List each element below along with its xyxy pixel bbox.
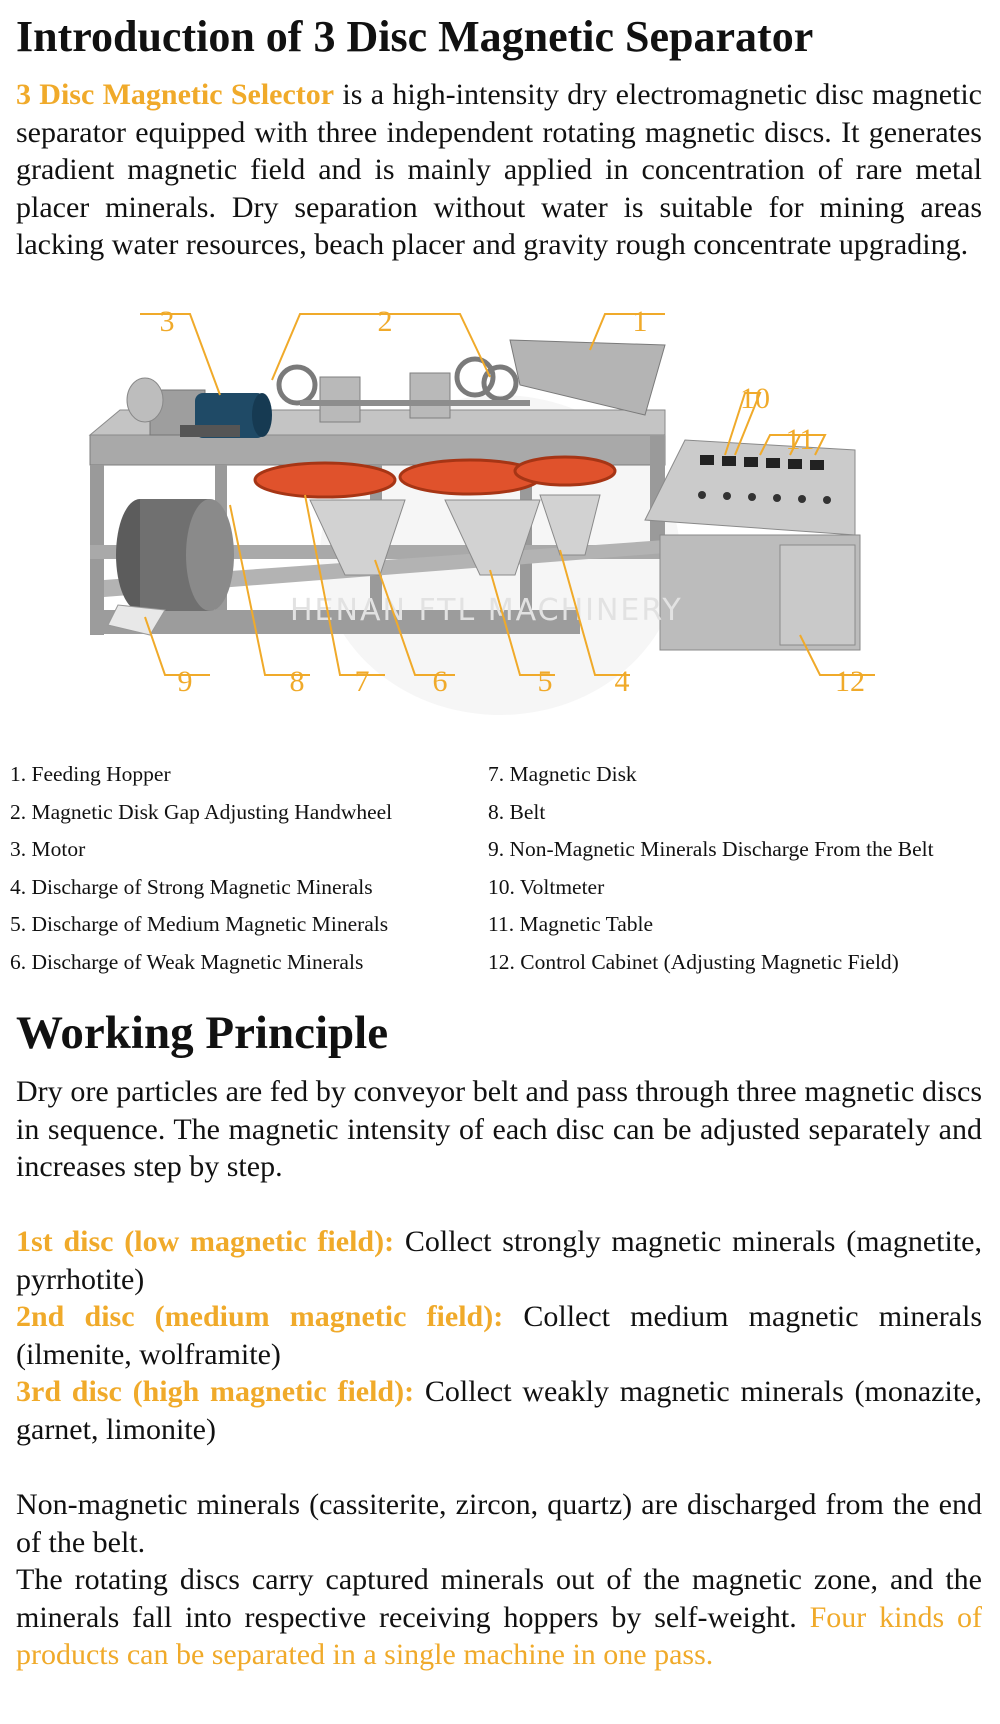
outro-line-2: The rotating discs carry captured minera… [16,1561,982,1674]
part-item: 8. Belt [488,799,546,824]
callout-5: 5 [538,665,553,698]
part-item: 5. Discharge of Medium Magnetic Minerals [10,912,389,936]
disc-label: 2nd disc (medium magnetic field): [16,1300,504,1334]
page-title: Introduction of 3 Disc Magnetic Separato… [16,12,814,61]
part-item: 9. Non-Magnetic Minerals Discharge From … [488,837,934,861]
belt-drum [107,499,234,636]
disc-item: 1st disc (low magnetic field): Collect s… [16,1223,982,1298]
part-item: 7. Magnetic Disk [488,762,637,786]
knobs [698,491,831,504]
callout-10: 10 [740,382,770,415]
disc-item: 2nd disc (medium magnetic field): Collec… [16,1298,982,1373]
part-item: 12. Control Cabinet (Adjusting Magnetic … [488,949,899,974]
disc-text: Collect strongly magnetic minerals (magn… [16,1225,983,1296]
callout-8: 8 [290,665,305,698]
top-assembly [126,339,666,438]
intro-text: is a high-intensity dry electromagnetic … [16,78,982,262]
outro-highlight: Four kinds of products can be separated … [16,1600,982,1672]
disc-list: 1st disc (low magnetic field): Collect s… [16,1223,982,1449]
principle-intro: Dry ore particles are fed by conveyor be… [16,1075,982,1184]
parts-column-right: 7. Magnetic Disk 8. Belt 9. Non-Magnetic… [488,756,1000,981]
part-item: 3. Motor [10,837,86,861]
part-item: 4. Discharge of Strong Magnetic Minerals [10,874,373,899]
handwheel-1 [276,364,318,406]
callout-1: 1 [633,305,648,338]
machine-diagram: HENAN FTL MACHINERY 3 2 1 10 11 [88,305,875,715]
callout-4: 4 [615,665,630,698]
parts-legend: 1. Feeding Hopper 2. Magnetic Disk Gap A… [10,756,1000,986]
control-cabinet [644,439,861,651]
magnetic-disks [253,455,617,499]
part-item: 11. Magnetic Table [488,912,654,936]
watermark-text: HENAN FTL MACHINERY [290,593,683,628]
intro-highlight: 3 Disc Magnetic Selector [16,78,335,111]
voltmeters [700,455,824,470]
outro-text: The rotating discs carry captured minera… [16,1563,982,1634]
discharge-hoppers [309,494,601,576]
callout-6: 6 [433,665,448,698]
callout-3: 3 [160,305,175,338]
part-item: 6. Discharge of Weak Magnetic Minerals [10,949,364,974]
callout-labels: 3 2 1 10 11 9 8 7 6 5 4 12 [160,305,866,698]
feeding-hopper [509,339,666,416]
part-item: 10. Voltmeter [488,874,605,899]
disc-text: Collect medium magnetic minerals (ilmeni… [16,1300,983,1371]
callout-9: 9 [178,665,193,698]
disc-text: Collect weakly magnetic minerals (monazi… [16,1375,982,1446]
disc-label: 1st disc (low magnetic field): [16,1225,395,1258]
section-heading: Working Principle [16,1007,389,1059]
handwheel-2 [454,356,496,398]
handwheel-3 [481,364,519,402]
callout-12: 12 [835,665,865,698]
disc-item: 3rd disc (high magnetic field): Collect … [16,1373,982,1448]
intro-paragraph: 3 Disc Magnetic Selector is a high-inten… [16,76,982,264]
outro-line-1: Non-magnetic minerals (cassiterite, zirc… [16,1488,982,1559]
part-item: 1. Feeding Hopper [10,762,171,786]
callout-7: 7 [355,665,370,698]
callout-lines [140,313,875,676]
disc-label: 3rd disc (high magnetic field): [16,1375,415,1409]
callout-11: 11 [786,423,815,456]
callout-2: 2 [378,305,393,338]
principle-outro: Non-magnetic minerals (cassiterite, zirc… [16,1486,982,1674]
part-item: 2. Magnetic Disk Gap Adjusting Handwheel [10,799,393,824]
parts-column-left: 1. Feeding Hopper 2. Magnetic Disk Gap A… [10,756,485,981]
